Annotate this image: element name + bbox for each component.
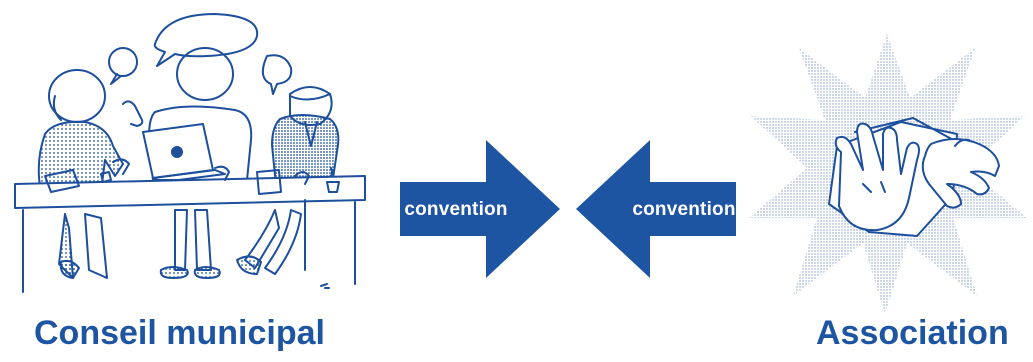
- convention-arrow-left: convention: [576, 140, 736, 278]
- meeting-table-icon: [5, 4, 370, 304]
- convention-arrow-right: convention: [400, 140, 560, 278]
- convention-label-right: convention: [404, 199, 508, 220]
- hands-star-icon: [745, 28, 1030, 318]
- conseil-municipal-label: Conseil municipal: [34, 314, 325, 352]
- association-label: Association: [816, 314, 1009, 352]
- convention-label-left: convention: [632, 199, 736, 220]
